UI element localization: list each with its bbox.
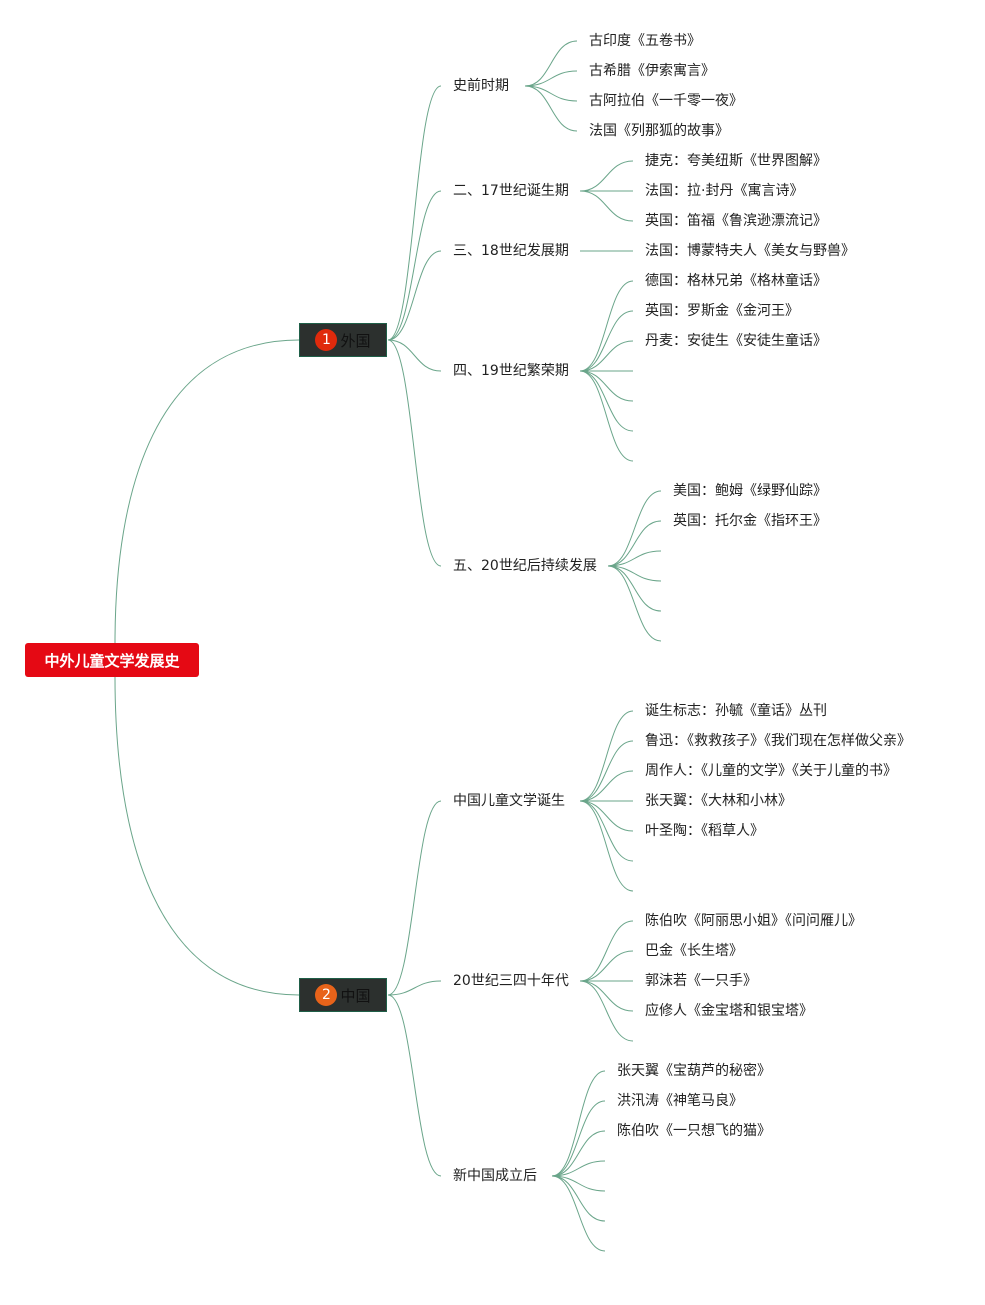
branch-link [387, 980, 442, 996]
leaf-node[interactable]: 法国：拉·封丹《寓言诗》 [645, 183, 804, 199]
leaf-node[interactable]: 丹麦：安徒生《安徒生童话》 [645, 333, 827, 349]
leaf-node[interactable]: 应修人《金宝塔和银宝塔》 [645, 1003, 813, 1019]
leaf-node[interactable]: 张天翼：《大林和小林》 [645, 793, 792, 809]
leaf-link [551, 1070, 606, 1177]
leaf-node[interactable]: 英国：罗斯金《金河王》 [645, 303, 799, 319]
leaf-node[interactable]: 英国：笛福《鲁滨逊漂流记》 [645, 213, 827, 229]
leaf-link [551, 1175, 606, 1192]
topic-node[interactable]: 二、17世纪诞生期 [453, 183, 569, 199]
leaf-node[interactable]: 法国《列那狐的故事》 [589, 123, 729, 139]
branch-link [387, 994, 442, 1177]
leaf-link [607, 565, 662, 612]
leaf-link [579, 920, 634, 982]
branch-link [387, 85, 442, 341]
root-node[interactable]: 中外儿童文学发展史 [25, 643, 199, 677]
branch-link [387, 339, 442, 372]
leaf-node[interactable]: 法国：博蒙特夫人《美女与野兽》 [645, 243, 855, 259]
topic-node[interactable]: 五、20世纪后持续发展 [453, 558, 597, 574]
leaf-node[interactable]: 张天翼《宝葫芦的秘密》 [617, 1063, 771, 1079]
leaf-link [551, 1175, 606, 1222]
leaf-link [579, 370, 634, 462]
branch-link [387, 190, 442, 341]
root-label: 中外儿童文学发展史 [44, 651, 180, 670]
branch-label: 中国 [340, 986, 371, 1005]
leaf-node[interactable]: 陈伯吹《一只想飞的猫》 [617, 1123, 771, 1139]
branch-link [387, 339, 442, 567]
leaf-link [551, 1175, 606, 1252]
leaf-link [579, 800, 634, 832]
topic-node[interactable]: 中国儿童文学诞生 [453, 793, 565, 809]
number-1-icon: 1 [315, 329, 338, 351]
leaf-node[interactable]: 巴金《长生塔》 [645, 943, 743, 959]
leaf-link [579, 980, 634, 1042]
leaf-node[interactable]: 德国：格林兄弟《格林童话》 [645, 273, 827, 289]
leaf-node[interactable]: 郭沫若《一只手》 [645, 973, 757, 989]
leaf-link [579, 980, 634, 1012]
leaf-link [579, 740, 634, 802]
leaf-link [579, 710, 634, 802]
leaf-link [579, 310, 634, 372]
branch-label: 外国 [340, 331, 371, 350]
leaf-node[interactable]: 诞生标志：孙毓《童话》丛刊 [645, 703, 827, 719]
leaf-link [579, 340, 634, 372]
leaf-link [579, 770, 634, 802]
root-link-china [114, 676, 300, 996]
leaf-link [579, 800, 634, 892]
leaf-node[interactable]: 鲁迅：《救救孩子》《我们现在怎样做父亲》 [645, 733, 911, 749]
leaf-link [579, 280, 634, 372]
topic-node[interactable]: 新中国成立后 [453, 1168, 537, 1184]
number-2-icon: 2 [315, 984, 338, 1006]
leaf-node[interactable]: 英国：托尔金《指环王》 [673, 513, 827, 529]
leaf-link [524, 70, 578, 87]
leaf-link [607, 490, 662, 567]
leaf-link [579, 190, 634, 222]
leaf-node[interactable]: 古印度《五卷书》 [589, 33, 701, 49]
leaf-node[interactable]: 捷克：夸美纽斯《世界图解》 [645, 153, 827, 169]
leaf-link [607, 565, 662, 582]
leaf-link [607, 520, 662, 567]
leaf-link [579, 800, 634, 862]
leaf-node[interactable]: 美国：鲍姆《绿野仙踪》 [673, 483, 827, 499]
leaf-link [579, 160, 634, 192]
topic-node[interactable]: 史前时期 [453, 78, 509, 94]
leaf-link [579, 950, 634, 982]
leaf-link [607, 550, 662, 567]
leaf-link [551, 1160, 606, 1177]
branch-link [387, 800, 442, 996]
topic-node[interactable]: 四、19世纪繁荣期 [453, 363, 569, 379]
leaf-link [551, 1130, 606, 1177]
leaf-node[interactable]: 古阿拉伯《一千零一夜》 [589, 93, 743, 109]
leaf-node[interactable]: 叶圣陶：《稻草人》 [645, 823, 764, 839]
leaf-link [579, 370, 634, 432]
leaf-node[interactable]: 陈伯吹《阿丽思小姐》《问问雁儿》 [645, 913, 862, 929]
leaf-link [524, 85, 578, 132]
branch-link [387, 250, 442, 341]
leaf-link [551, 1100, 606, 1177]
root-link-foreign [114, 339, 300, 644]
leaf-node[interactable]: 周作人：《儿童的文学》《关于儿童的书》 [645, 763, 897, 779]
leaf-link [579, 370, 634, 402]
leaf-link [607, 565, 662, 642]
topic-node[interactable]: 20世纪三四十年代 [453, 973, 569, 989]
leaf-link [524, 85, 578, 102]
leaf-node[interactable]: 古希腊《伊索寓言》 [589, 63, 715, 79]
topic-node[interactable]: 三、18世纪发展期 [453, 243, 569, 259]
leaf-node[interactable]: 洪汛涛《神笔马良》 [617, 1093, 743, 1109]
leaf-link [524, 40, 578, 87]
